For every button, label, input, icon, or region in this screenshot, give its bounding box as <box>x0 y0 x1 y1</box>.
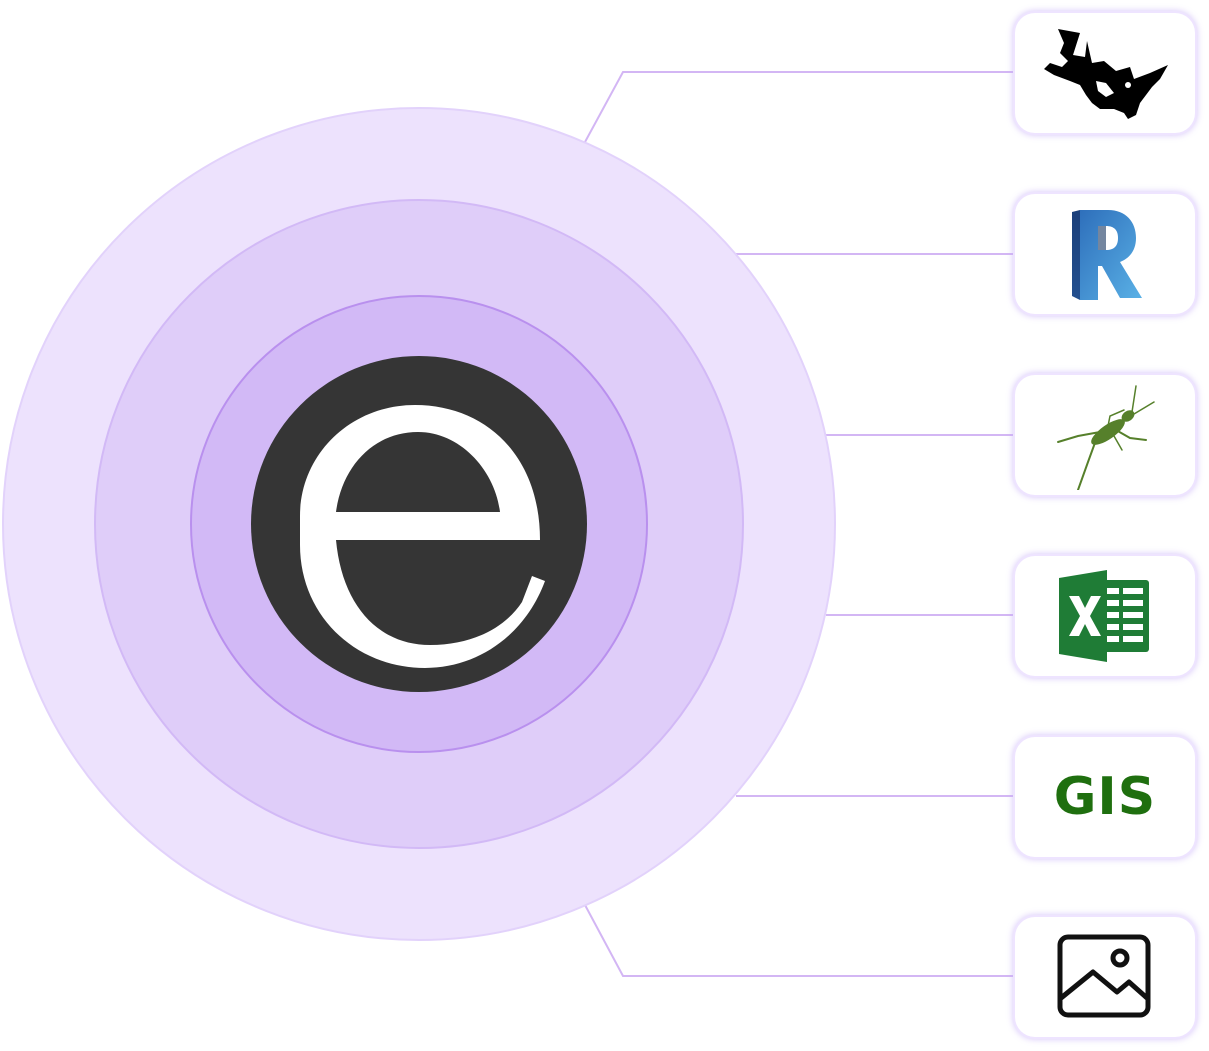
revit-icon <box>1072 210 1142 300</box>
e-circle-logo-icon <box>251 356 587 692</box>
rhino-icon <box>1044 29 1168 119</box>
hub <box>2 107 836 941</box>
connector-lines <box>584 71 1015 977</box>
integration-grasshopper[interactable] <box>1015 375 1195 495</box>
connector-rhino <box>584 71 1015 143</box>
connector-image <box>584 904 1015 977</box>
integration-rhino[interactable] <box>1015 13 1195 133</box>
image-icon <box>1057 934 1151 1018</box>
gis-text-icon: GIS <box>1053 767 1157 827</box>
integration-excel[interactable] <box>1015 556 1195 676</box>
integration-gis[interactable]: GIS <box>1015 737 1195 857</box>
integration-revit[interactable] <box>1015 194 1195 314</box>
excel-icon <box>1059 570 1149 662</box>
integration-image[interactable] <box>1015 917 1195 1037</box>
grasshopper-icon <box>1057 385 1155 490</box>
